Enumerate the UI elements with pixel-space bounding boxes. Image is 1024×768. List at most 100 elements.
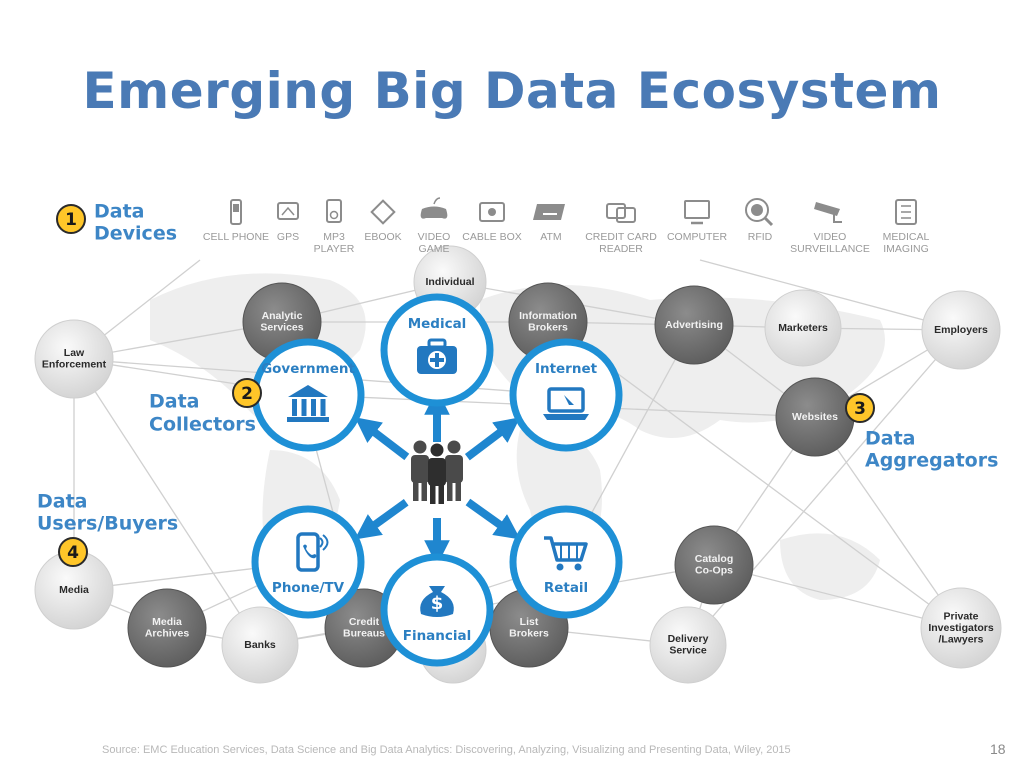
flow-arrow xyxy=(465,498,521,540)
cable-box-icon xyxy=(479,202,505,222)
aggregator-node-advertising: Advertising xyxy=(654,285,734,365)
svg-text:1: 1 xyxy=(65,210,77,230)
source-citation: Source: EMC Education Services, Data Sci… xyxy=(102,744,791,756)
ebook-icon xyxy=(370,199,396,225)
svg-text:$: $ xyxy=(431,593,444,614)
device-cable-box: CABLE BOX xyxy=(462,202,522,243)
collector-hub-label: Phone/TV xyxy=(272,580,345,596)
flow-arrow xyxy=(354,499,409,540)
collector-hub-retail: Retail xyxy=(509,505,623,619)
laptop-icon xyxy=(543,387,589,420)
rfid-icon xyxy=(745,198,774,227)
collector-hub-phone-tv: Phone/TV xyxy=(251,505,365,619)
money-bag-icon: $ xyxy=(420,586,454,617)
collector-hub-medical: Medical xyxy=(380,293,494,407)
device-cell-phone: CELL PHONE xyxy=(203,199,269,243)
aggregator-node-circle xyxy=(674,525,754,605)
device-label: COMPUTER xyxy=(667,231,728,243)
device-label: CABLE BOX xyxy=(462,231,522,243)
device-label: ATM xyxy=(540,231,561,243)
flow-arrows xyxy=(354,389,521,566)
user-node-circle xyxy=(921,290,1001,370)
connector-line xyxy=(73,358,261,646)
collector-hub-ring xyxy=(509,338,623,452)
gps-icon xyxy=(277,202,299,220)
collector-hub-label: Government xyxy=(261,361,355,377)
device-ebook: EBOOK xyxy=(364,199,402,243)
device-label: CELL PHONE xyxy=(203,231,269,243)
aggregator-node-label: Websites xyxy=(792,411,838,423)
svg-text:2: 2 xyxy=(241,384,253,404)
svg-text:3: 3 xyxy=(854,399,866,419)
user-node-circle xyxy=(920,587,1002,669)
user-node-banks: Banks xyxy=(221,606,299,684)
collector-hub-ring xyxy=(251,505,365,619)
slide-title: Emerging Big Data Ecosystem xyxy=(82,62,942,120)
user-node-label: Media xyxy=(59,584,89,596)
svg-text:4: 4 xyxy=(67,543,79,563)
medical-imaging-icon xyxy=(895,199,917,225)
category-number-badge: 4 xyxy=(58,537,88,567)
user-node-marketers: Marketers xyxy=(764,289,842,367)
aggregator-node-circle xyxy=(127,588,207,668)
user-node-label: Employers xyxy=(934,324,988,336)
collector-hub-label: Medical xyxy=(408,316,467,332)
device-gps: GPS xyxy=(277,202,299,243)
user-node-label: Banks xyxy=(244,639,276,651)
device-label: RFID xyxy=(748,231,773,243)
user-node-label: Individual xyxy=(425,276,474,288)
device-rfid: RFID xyxy=(745,198,774,243)
user-node-media: Media xyxy=(34,550,114,630)
collector-hub-label: Financial xyxy=(403,628,472,644)
device-computer: COMPUTER xyxy=(667,200,728,243)
video-surveillance-icon xyxy=(814,202,842,223)
category-number-badge: 2 xyxy=(232,378,262,408)
page-number: 18 xyxy=(990,741,1006,757)
mp3-player-icon xyxy=(326,199,342,223)
device-label: GPS xyxy=(277,231,299,243)
video-game-icon xyxy=(420,197,448,219)
credit-card-reader-icon xyxy=(606,203,636,223)
collector-hub-internet: Internet xyxy=(509,338,623,452)
user-node-circle xyxy=(34,319,114,399)
aggregator-node-circle xyxy=(654,285,734,365)
mobile-phone-icon xyxy=(296,532,329,572)
device-label: EBOOK xyxy=(364,231,401,243)
user-node-circle xyxy=(221,606,299,684)
flow-arrow xyxy=(354,417,410,461)
collector-hub-label: Retail xyxy=(544,580,588,596)
aggregator-node-label: Advertising xyxy=(665,319,723,331)
user-node-circle xyxy=(764,289,842,367)
collector-hub-financial: Financial $ xyxy=(380,553,494,667)
collector-hub-ring xyxy=(509,505,623,619)
